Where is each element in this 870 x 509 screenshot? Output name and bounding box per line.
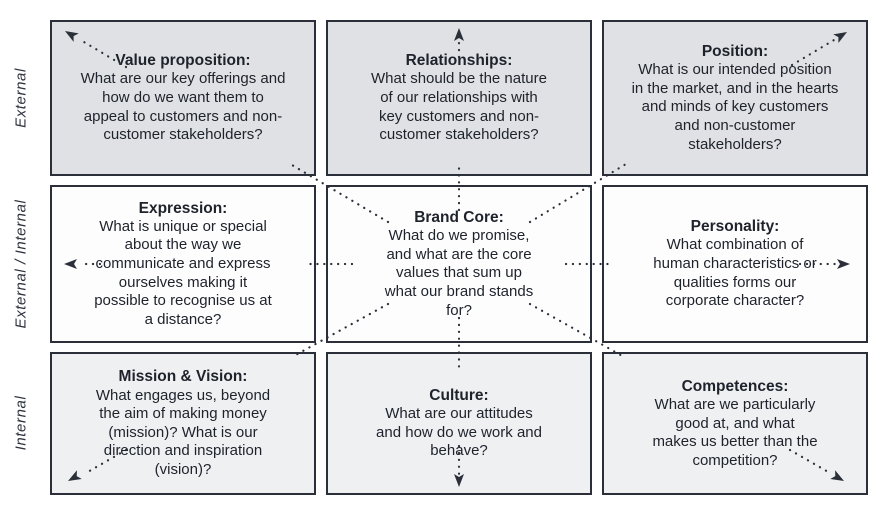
cell-title: Culture: xyxy=(429,387,489,404)
cell-title: Expression: xyxy=(138,199,228,217)
cell-title: Value proposition: xyxy=(115,52,251,70)
cell-title: Position: xyxy=(701,42,769,60)
cell-title: Brand Core: xyxy=(414,208,504,226)
cell-body: What is unique or special about the way … xyxy=(94,217,272,328)
cell-body: What do we promise, and what are the cor… xyxy=(384,227,534,319)
row-label-internal: Internal xyxy=(12,395,30,451)
cell-expression: Expression: What is unique or special ab… xyxy=(50,185,316,343)
cell-position: Position: What is our intended position … xyxy=(602,20,868,176)
cell-relationships: Relationships: What should be the nature… xyxy=(326,20,592,176)
cell-body: What combination of human characteristic… xyxy=(653,236,817,310)
cell-personality: Personality: What combination of human c… xyxy=(602,185,868,343)
cell-title: Relationships: xyxy=(405,52,513,70)
cell-body: What are we particularly good at, and wh… xyxy=(652,395,818,469)
cell-body: What is our intended position in the mar… xyxy=(631,61,839,153)
cell-competences: Competences: What are we particularly go… xyxy=(602,352,868,495)
cell-body: What are our key offerings and how do we… xyxy=(80,70,286,144)
cell-brand-core: Brand Core: What do we promise, and what… xyxy=(326,185,592,343)
matrix-grid: Value proposition: What are our key offe… xyxy=(50,20,868,495)
row-label-external: External xyxy=(12,68,30,128)
cell-mission-vision: Mission & Vision: What engages us, beyon… xyxy=(50,352,316,495)
cell-title: Competences: xyxy=(681,377,789,395)
cell-body: What should be the nature of our relatio… xyxy=(371,70,547,144)
cell-body: What engages us, beyond the aim of makin… xyxy=(95,386,271,478)
cell-culture: Culture: What are our attitudes and how … xyxy=(326,352,592,495)
cell-body: What are our attitudes and how do we wor… xyxy=(376,405,542,460)
cell-title: Personality: xyxy=(690,218,780,236)
cell-value-proposition: Value proposition: What are our key offe… xyxy=(50,20,316,176)
row-label-external-internal: External / Internal xyxy=(12,199,30,329)
cell-title: Mission & Vision: xyxy=(118,368,248,386)
